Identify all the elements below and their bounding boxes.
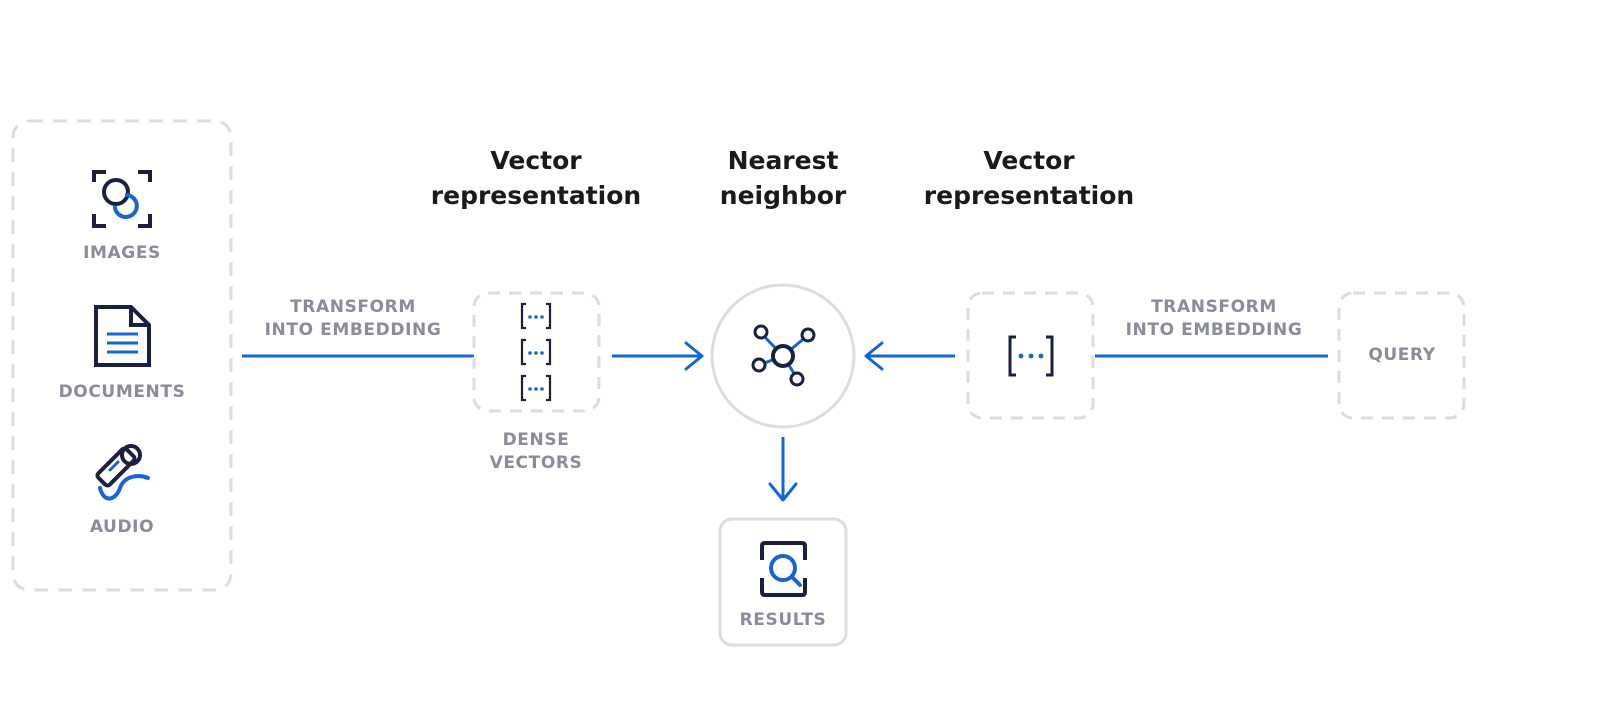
query-vector-panel — [966, 291, 1095, 420]
document-icon — [94, 305, 151, 367]
images-label: IMAGES — [83, 243, 161, 263]
documents-label: DOCUMENTS — [58, 382, 186, 402]
query-panel — [1337, 291, 1466, 420]
dense-vectors-panel — [472, 291, 601, 413]
magnify-results-icon — [760, 541, 807, 597]
bracket-vectors-icon — [520, 302, 552, 402]
audio-label: AUDIO — [89, 517, 155, 537]
results-label: RESULTS — [739, 610, 827, 630]
microphone-icon — [95, 444, 150, 501]
image-search-icon — [92, 170, 152, 228]
bracket-vector-icon — [1008, 335, 1054, 377]
network-graph-icon — [751, 324, 816, 387]
query-label: QUERY — [1368, 345, 1436, 365]
